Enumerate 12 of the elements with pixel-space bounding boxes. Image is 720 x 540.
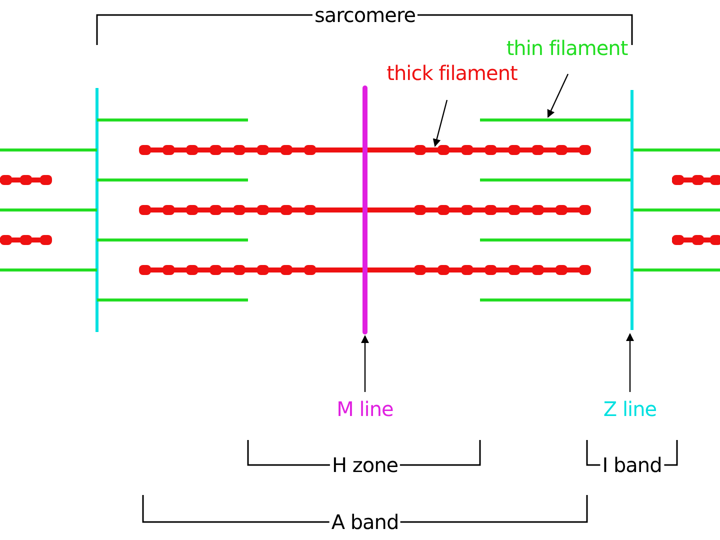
thin-filament [480,118,632,122]
filament-label: thin filament [504,37,630,59]
filament-label: thick filament [384,62,520,84]
z-line [630,90,634,330]
line-label: Z line [601,398,659,420]
leader-line [361,335,369,392]
line-label: M line [334,398,396,420]
m-line [362,86,368,334]
thick-filament [139,145,591,155]
leader-line [547,74,569,118]
leader-line [626,333,634,392]
leader-line [432,100,448,147]
